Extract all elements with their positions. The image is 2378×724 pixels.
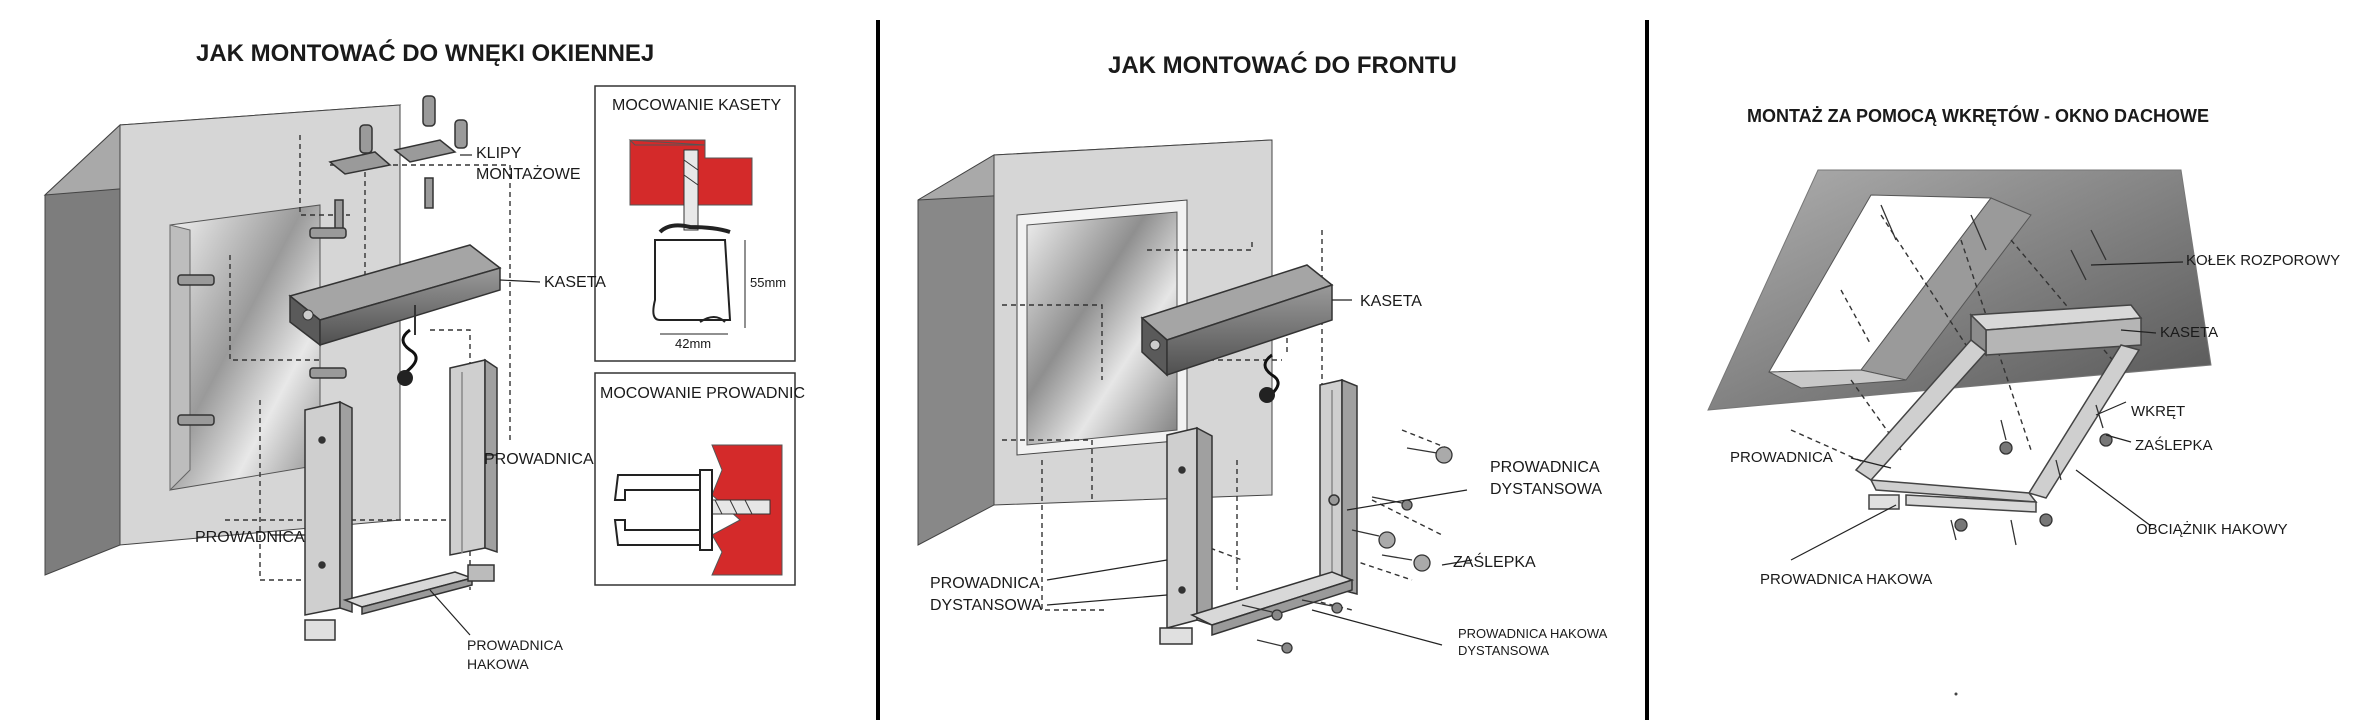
label-prowadnica-left: PROWADNICA xyxy=(195,529,305,546)
panel-niche-mounting: JAK MONTOWAĆ DO WNĘKI OKIENNEJ xyxy=(0,0,875,724)
label-prowadnica-right: PROWADNICA xyxy=(484,451,594,468)
p3-label-prowadnica: PROWADNICA xyxy=(1730,449,1833,466)
p3-label-kolek: KOŁEK ROZPOROWY xyxy=(2186,252,2341,269)
guide-rail-left xyxy=(304,400,353,616)
cassette2-shape xyxy=(1140,264,1334,403)
roof-window-illustration xyxy=(1707,169,2212,696)
panel1-title: JAK MONTOWAĆ DO WNĘKI OKIENNEJ xyxy=(196,40,655,67)
roof-rails xyxy=(1854,338,2141,503)
cassette-shape xyxy=(288,244,502,386)
p2-label-zaslepka: ZAŚLEPKA xyxy=(1453,554,1536,571)
label-hakowa-line2: HAKOWA xyxy=(467,656,529,672)
dim-height-label: 55mm xyxy=(750,275,787,290)
p3-label-hakowa: PROWADNICA HAKOWA xyxy=(1760,571,1933,588)
label-klipy-line2: MONTAŻOWE xyxy=(476,166,581,183)
panel3-title: MONTAŻ ZA POMOCĄ WKRĘTÓW - OKNO DACHOWE xyxy=(1747,106,2209,126)
p2-label-hak-line2: DYSTANSOWA xyxy=(1458,643,1550,658)
p3-label-obciaznik: OBCIĄŻNIK HAKOWY xyxy=(2136,521,2288,538)
p2-label-left-line2: DYSTANSOWA xyxy=(930,597,1043,614)
inset-cassette-mounting xyxy=(594,85,796,362)
roof-cassette xyxy=(1969,304,2143,357)
panel-roof-window-mounting: MONTAŻ ZA POMOCĄ WKRĘTÓW - OKNO DACHOWE xyxy=(1651,0,2378,724)
p2-label-dyst-line1: PROWADNICA xyxy=(1490,459,1600,476)
label-klipy-line1: KLIPY xyxy=(476,145,522,162)
dim-width-label: 42mm xyxy=(675,336,712,351)
p3-label-kaseta: KASETA xyxy=(2160,324,2219,341)
hook-spacer-rail xyxy=(1159,571,1355,645)
niche-mounting-illustration xyxy=(43,85,796,641)
p2-label-left-line1: PROWADNICA xyxy=(930,575,1040,592)
p3-label-zaslepka: ZAŚLEPKA xyxy=(2135,437,2213,454)
wall2-side xyxy=(917,154,995,546)
roof-hook-rail xyxy=(1868,494,2037,513)
divider-1 xyxy=(876,20,880,720)
hook-rail xyxy=(304,564,495,641)
panel-front-mounting: JAK MONTOWAĆ DO FRONTU xyxy=(882,0,1644,724)
guide-rail-right xyxy=(449,358,498,556)
inset-rail-mounting xyxy=(594,372,796,586)
p3-label-wkret: WKRĘT xyxy=(2131,403,2186,420)
panel2-title: JAK MONTOWAĆ DO FRONTU xyxy=(1108,52,1457,79)
window2-glass xyxy=(1026,211,1178,446)
window-niche xyxy=(169,204,321,491)
inset-prowadnic-title: MOCOWANIE PROWADNIC xyxy=(600,385,806,402)
p2-label-dyst-line2: DYSTANSOWA xyxy=(1490,481,1603,498)
label-hakowa-line1: PROWADNICA xyxy=(467,637,563,653)
spacer-rail-right xyxy=(1319,378,1358,596)
inset-kasety-title: MOCOWANIE KASETY xyxy=(612,97,782,114)
p2-label-kaseta: KASETA xyxy=(1360,293,1422,310)
front-mounting-illustration xyxy=(917,139,1473,654)
label-kaseta: KASETA xyxy=(544,274,606,291)
divider-2 xyxy=(1645,20,1649,720)
p2-label-hak-line1: PROWADNICA HAKOWA xyxy=(1458,626,1608,641)
spacer-rail-left xyxy=(1166,426,1213,629)
